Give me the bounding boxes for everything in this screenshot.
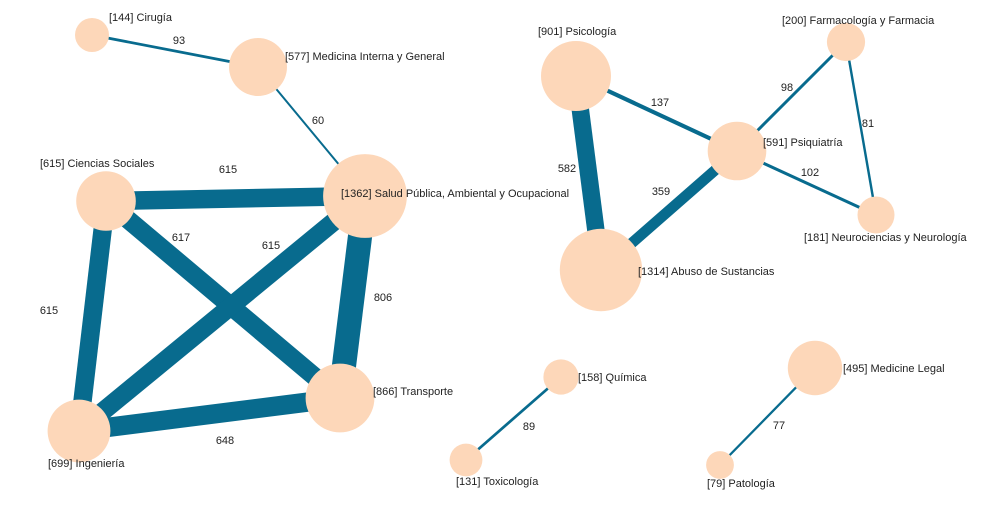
edge-label-psicologia-abuso: 582 [558, 163, 576, 175]
edge-label-farmacologia-neurociencias: 81 [862, 118, 874, 130]
edge-label-ingenieria-transporte: 648 [216, 435, 234, 447]
node-label-psicologia: [901] Psicología [538, 26, 617, 38]
node-label-abuso: [1314] Abuso de Sustancias [638, 266, 775, 278]
edge-label-salud-transporte: 806 [374, 292, 392, 304]
edge-ingenieria-salud [73, 188, 371, 439]
edge-label-farmacologia-psiquiatria: 98 [781, 82, 793, 94]
node-toxicologia[interactable] [449, 443, 483, 477]
node-medicina[interactable] [229, 38, 287, 96]
edge-quimica-toxicologia [465, 375, 562, 462]
node-abuso[interactable] [559, 228, 643, 312]
edge-labels-layer: 93 60 615 617 615 806 615 648 137 582 359 98 81 102 89… [40, 35, 874, 447]
edge-ciencias-salud [105, 186, 366, 211]
edge-label-quimica-toxicologia: 89 [523, 421, 535, 433]
node-label-ingenieria: [699] Ingeniería [48, 458, 125, 470]
node-label-medicine_legal: [495] Medicine Legal [843, 363, 945, 375]
node-label-patologia: [79] Patología [707, 478, 776, 490]
node-label-ciencias: [615] Ciencias Sociales [40, 158, 155, 170]
node-label-neurociencias: [181] Neurociencias y Neurología [804, 232, 968, 244]
node-label-quimica: [158] Química [578, 372, 647, 384]
node-label-toxicologia: [131] Toxicología [456, 476, 539, 488]
node-label-medicina: [577] Medicina Interna y General [285, 51, 445, 63]
edge-label-medicine_legal-patologia: 77 [773, 420, 785, 432]
node-salud[interactable] [323, 154, 407, 238]
edge-label-ingenieria-salud: 615 [262, 240, 280, 252]
node-farmacologia[interactable] [826, 22, 866, 62]
edge-label-psicologia-psiquiatria: 137 [651, 97, 669, 109]
edges-layer [69, 33, 878, 466]
edge-farmacologia-neurociencias [844, 41, 878, 216]
node-label-cirugia: [144] Cirugía [109, 12, 173, 24]
node-labels-layer: [144] Cirugía [577] Medicina Interna y Ge… [40, 12, 968, 490]
node-neurociencias[interactable] [857, 196, 895, 234]
node-medicine_legal[interactable] [787, 340, 843, 396]
node-cirugia[interactable] [75, 18, 109, 52]
edge-label-ciencias-transporte: 617 [172, 232, 190, 244]
node-patologia[interactable] [706, 451, 734, 479]
node-quimica[interactable] [543, 359, 579, 395]
edge-label-ciencias-salud: 615 [219, 164, 237, 176]
node-label-psiquiatria: [591] Psiquiatría [763, 137, 843, 149]
node-psicologia[interactable] [541, 41, 611, 111]
node-ciencias[interactable] [76, 171, 136, 231]
edge-ciencias-transporte [100, 193, 346, 406]
node-label-farmacologia: [200] Farmacología y Farmacia [782, 15, 935, 27]
edge-label-psiquiatria-abuso: 359 [652, 186, 670, 198]
node-psiquiatria[interactable] [707, 121, 767, 181]
node-label-salud: [1362] Salud Pública, Ambiental y Ocupac… [341, 188, 569, 200]
edge-label-cirugia-medicina: 93 [173, 35, 185, 47]
edge-ciencias-ingenieria [69, 199, 116, 433]
edge-label-ciencias-ingenieria: 615 [40, 305, 58, 317]
edge-label-medicina-salud: 60 [312, 115, 324, 127]
edge-ingenieria-transporte [77, 388, 342, 441]
node-ingenieria[interactable] [47, 399, 111, 463]
nodes-layer [47, 18, 895, 479]
node-label-transporte: [866] Transporte [373, 386, 453, 398]
edge-label-psiquiatria-neurociencias: 102 [801, 167, 819, 179]
node-transporte[interactable] [305, 363, 375, 433]
